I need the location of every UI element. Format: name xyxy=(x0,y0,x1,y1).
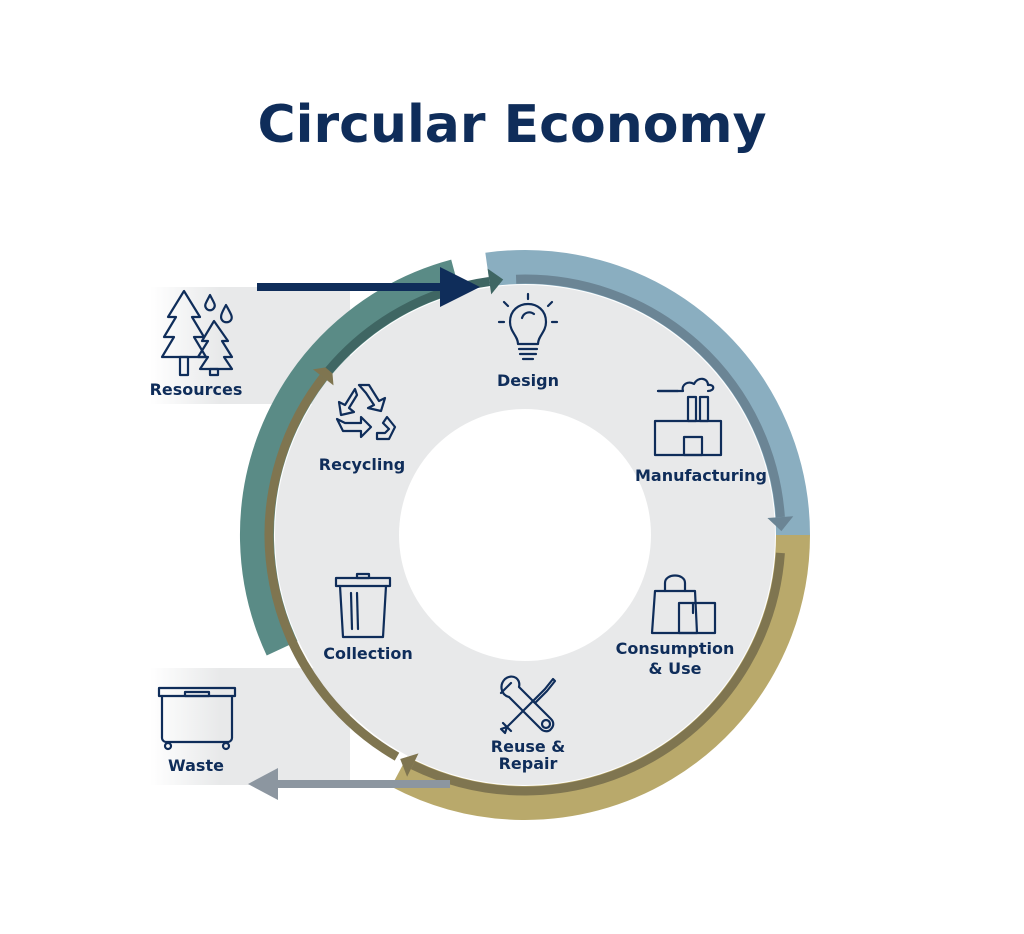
ring-segment-bottom xyxy=(391,534,810,820)
flow-arrow-reuse-to-collection xyxy=(264,374,400,761)
ring-segment-top-right xyxy=(485,250,810,536)
stage-label-consumption-2: & Use xyxy=(649,659,702,678)
waste-arrowhead xyxy=(248,768,278,800)
ring-segment-left xyxy=(239,259,461,656)
flow-arrow-design-to-consumption-head xyxy=(767,516,794,532)
stage-label-consumption-1: Consumption xyxy=(616,639,735,658)
stage-label-recycling: Recycling xyxy=(319,455,405,474)
flow-arrow-collection-to-recycling-head xyxy=(487,268,504,295)
flow-arrow-consumption-to-waste-head xyxy=(400,753,419,777)
flow-arrow-consumption-to-waste xyxy=(410,552,785,796)
stage-label-collection: Collection xyxy=(323,644,413,663)
page-title: Circular Economy xyxy=(257,95,766,155)
stage-label-reuse-2: Repair xyxy=(499,754,558,773)
outer-ring xyxy=(239,250,810,820)
flow-arrow-design-to-consumption xyxy=(515,274,785,518)
dumpster-icon xyxy=(157,686,237,751)
center-hole xyxy=(399,409,651,661)
input-label-waste: Waste xyxy=(168,756,224,775)
recycle-icon xyxy=(335,383,397,441)
shopping-bag-icon xyxy=(650,574,717,635)
factory-icon xyxy=(653,377,723,457)
lightbulb-icon xyxy=(497,292,559,361)
flow-arrow-reuse-to-collection-head xyxy=(313,366,334,386)
stage-label-design: Design xyxy=(497,371,559,390)
wrench-screwdriver-icon xyxy=(499,675,557,735)
inner-flow-arrows xyxy=(264,268,794,796)
trash-can-icon xyxy=(334,572,392,639)
stage-label-manufacturing: Manufacturing xyxy=(635,466,767,485)
input-label-resources: Resources xyxy=(150,380,243,399)
stage-label-reuse-1: Reuse & xyxy=(491,737,566,756)
trees-water-icon xyxy=(160,289,234,377)
